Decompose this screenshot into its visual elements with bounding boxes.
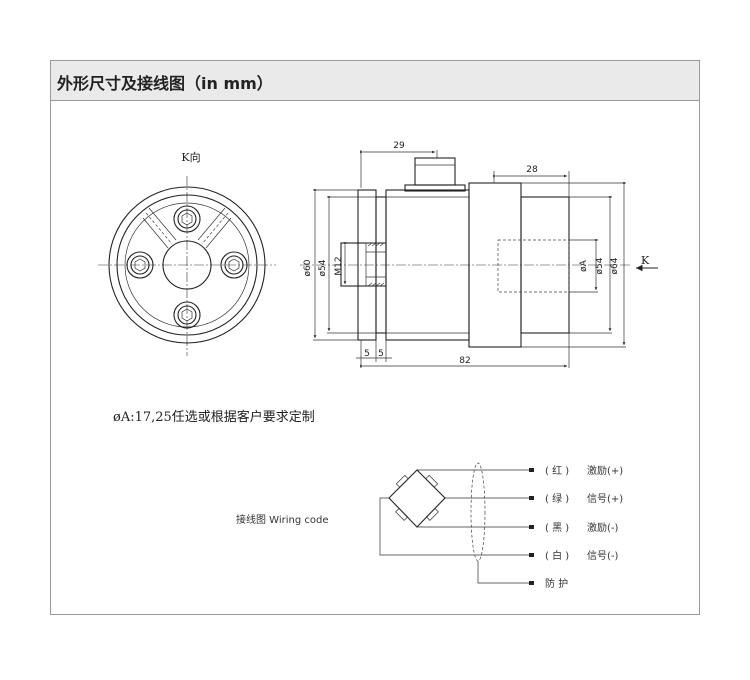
panel-title: 外形尺寸及接线图（in mm） xyxy=(57,74,273,93)
bridge-circuit xyxy=(388,469,446,528)
dim-29: 29 xyxy=(393,141,405,151)
wiring-diagram: 接线图 Wiring code ( 红 ) 激励(+) ( 绿 ) 信号(+) … xyxy=(236,462,623,590)
wire-signal-1: 激励(+) xyxy=(587,464,623,477)
wiring-label: 接线图 Wiring code xyxy=(236,513,329,526)
side-view: 29 28 ø60 ø54 M12 øA ø54 ø64 K xyxy=(300,141,658,368)
wire-color-3: ( 黑 ) xyxy=(545,522,569,534)
wire-signal-2: 信号(+) xyxy=(587,493,623,505)
bore-note: øA:17,25任选或根据客户要求定制 xyxy=(113,409,315,425)
bolt-right xyxy=(220,251,248,279)
dim-bore: øA xyxy=(579,259,589,272)
dim-d54-left: ø54 xyxy=(318,259,328,276)
dim-d54-right: ø54 xyxy=(595,257,605,274)
dim-5a: 5 xyxy=(364,349,370,359)
panel-header: 外形尺寸及接线图（in mm） xyxy=(51,61,699,101)
bolt-left xyxy=(126,251,154,279)
dim-d60: ø60 xyxy=(303,259,313,276)
dim-28: 28 xyxy=(526,165,538,175)
shield-ellipse xyxy=(470,462,486,562)
wire-color-4: ( 白 ) xyxy=(545,549,569,562)
wire-signal-4: 信号(-) xyxy=(587,550,619,562)
dim-m12: M12 xyxy=(334,256,344,275)
dim-d64: ø64 xyxy=(610,257,620,274)
wire-color-2: ( 绿 ) xyxy=(545,492,569,505)
dim-82: 82 xyxy=(459,356,470,366)
wire-signal-3: 激励(-) xyxy=(587,521,619,534)
dim-5b: 5 xyxy=(378,349,384,359)
front-view: K向 xyxy=(98,150,276,356)
front-view-label: K向 xyxy=(181,150,200,164)
view-k-marker: K xyxy=(641,254,650,267)
wire-shield: 防 护 xyxy=(545,577,568,590)
bolt-bottom xyxy=(173,301,201,329)
bolt-top xyxy=(173,205,201,233)
wire-color-1: ( 红 ) xyxy=(545,464,569,477)
